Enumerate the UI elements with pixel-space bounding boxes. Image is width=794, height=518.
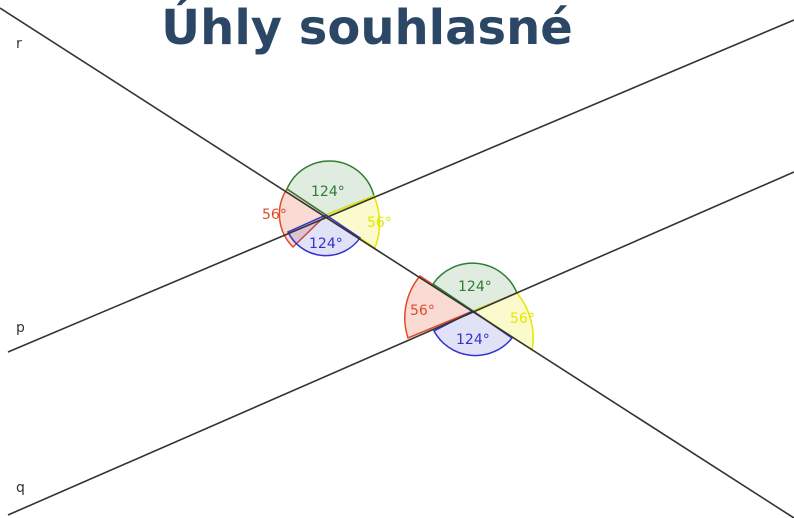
line-label-r: r: [16, 36, 22, 52]
angle-upper-bottom: [286, 214, 362, 257]
angle-label-upper-right: 56°: [367, 215, 392, 231]
angle-label-lower-bottom: 124°: [456, 332, 490, 348]
line-label-q: q: [16, 480, 25, 496]
line-p: [7, 19, 794, 353]
intersection-upper: [278, 160, 381, 257]
page-title: Úhly souhlasné: [161, 0, 573, 56]
angle-label-upper-bottom: 124°: [309, 236, 343, 252]
line-r: [0, 7, 794, 518]
line-q: [7, 171, 794, 516]
line-label-p: p: [16, 320, 25, 336]
angle-label-upper-top: 124°: [311, 184, 345, 200]
angle-label-lower-left: 56°: [410, 303, 435, 319]
angle-label-lower-right: 56°: [510, 311, 535, 327]
angle-label-lower-top: 124°: [458, 279, 492, 295]
angle-upper-top: [286, 160, 375, 216]
angle-label-upper-left: 56°: [262, 207, 287, 223]
angle-lower-right: [471, 292, 534, 352]
angle-lower-top: [431, 262, 518, 312]
angle-lower-bottom: [432, 310, 514, 357]
